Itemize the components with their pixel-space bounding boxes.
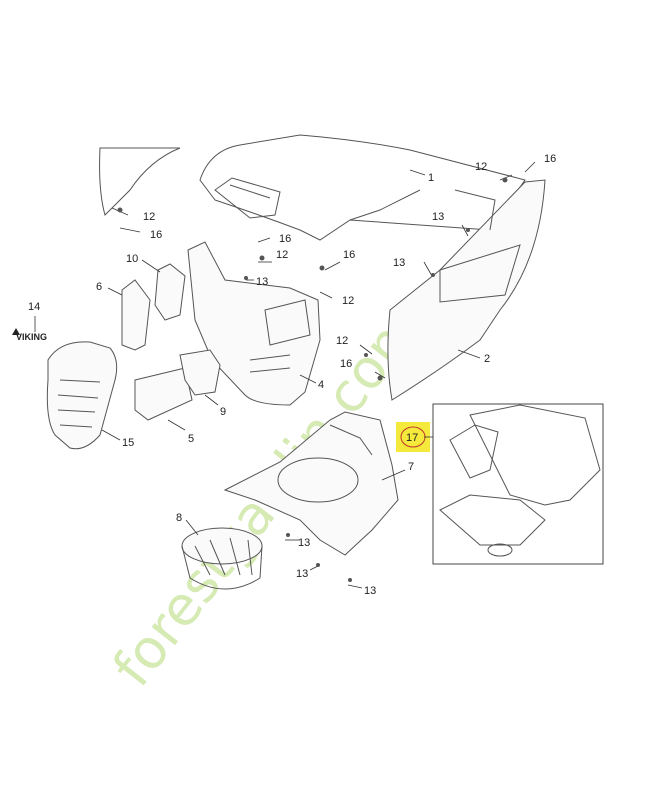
callout-12c: 12: [276, 249, 288, 261]
callout-1: 1: [428, 172, 434, 184]
callout-13b: 13: [393, 257, 405, 269]
callout-16a: 16: [150, 229, 162, 241]
callout-5: 5: [188, 433, 194, 445]
callout-12a: 12: [143, 211, 155, 223]
callout-16b: 16: [544, 153, 556, 165]
part-dash-panel: [187, 241, 321, 406]
callout-8: 8: [176, 512, 182, 524]
part-lower-body: [223, 411, 399, 556]
callout-2: 2: [484, 353, 490, 365]
callout-17: 17: [406, 432, 418, 444]
callout-13f: 13: [364, 585, 376, 597]
callout-6: 6: [96, 281, 102, 293]
callout-13a: 13: [432, 211, 444, 223]
brand-logo-icon: [12, 328, 20, 335]
brand-label: VIKING: [16, 332, 47, 342]
callout-16e: 16: [340, 358, 352, 370]
callout-13c: 13: [256, 276, 268, 288]
part-side-panel: [387, 179, 546, 401]
fasteners: [117, 177, 508, 582]
callout-14: 14: [28, 301, 40, 313]
callout-12b: 12: [475, 161, 487, 173]
callout-4: 4: [318, 379, 324, 391]
part-left-fender: [99, 147, 181, 216]
part-panel-5: [134, 367, 193, 421]
callout-12d: 12: [342, 295, 354, 307]
part-lens-6: [121, 279, 151, 351]
callout-9: 9: [220, 406, 226, 418]
callout-15: 15: [122, 437, 134, 449]
part-lens-10: [154, 263, 186, 321]
callout-12e: 12: [336, 335, 348, 347]
part-grille: [46, 341, 118, 450]
part-hood: [199, 134, 526, 241]
callout-13e: 13: [296, 568, 308, 580]
leader-lines: [34, 161, 536, 589]
callout-16d: 16: [343, 249, 355, 261]
callout-10: 10: [126, 253, 138, 265]
part-filter-drum: [181, 527, 263, 590]
callout-13d: 13: [298, 537, 310, 549]
callout-7: 7: [408, 461, 414, 473]
inset-overview: [432, 403, 604, 565]
callout-16c: 16: [279, 233, 291, 245]
part-bracket-9: [179, 349, 221, 396]
